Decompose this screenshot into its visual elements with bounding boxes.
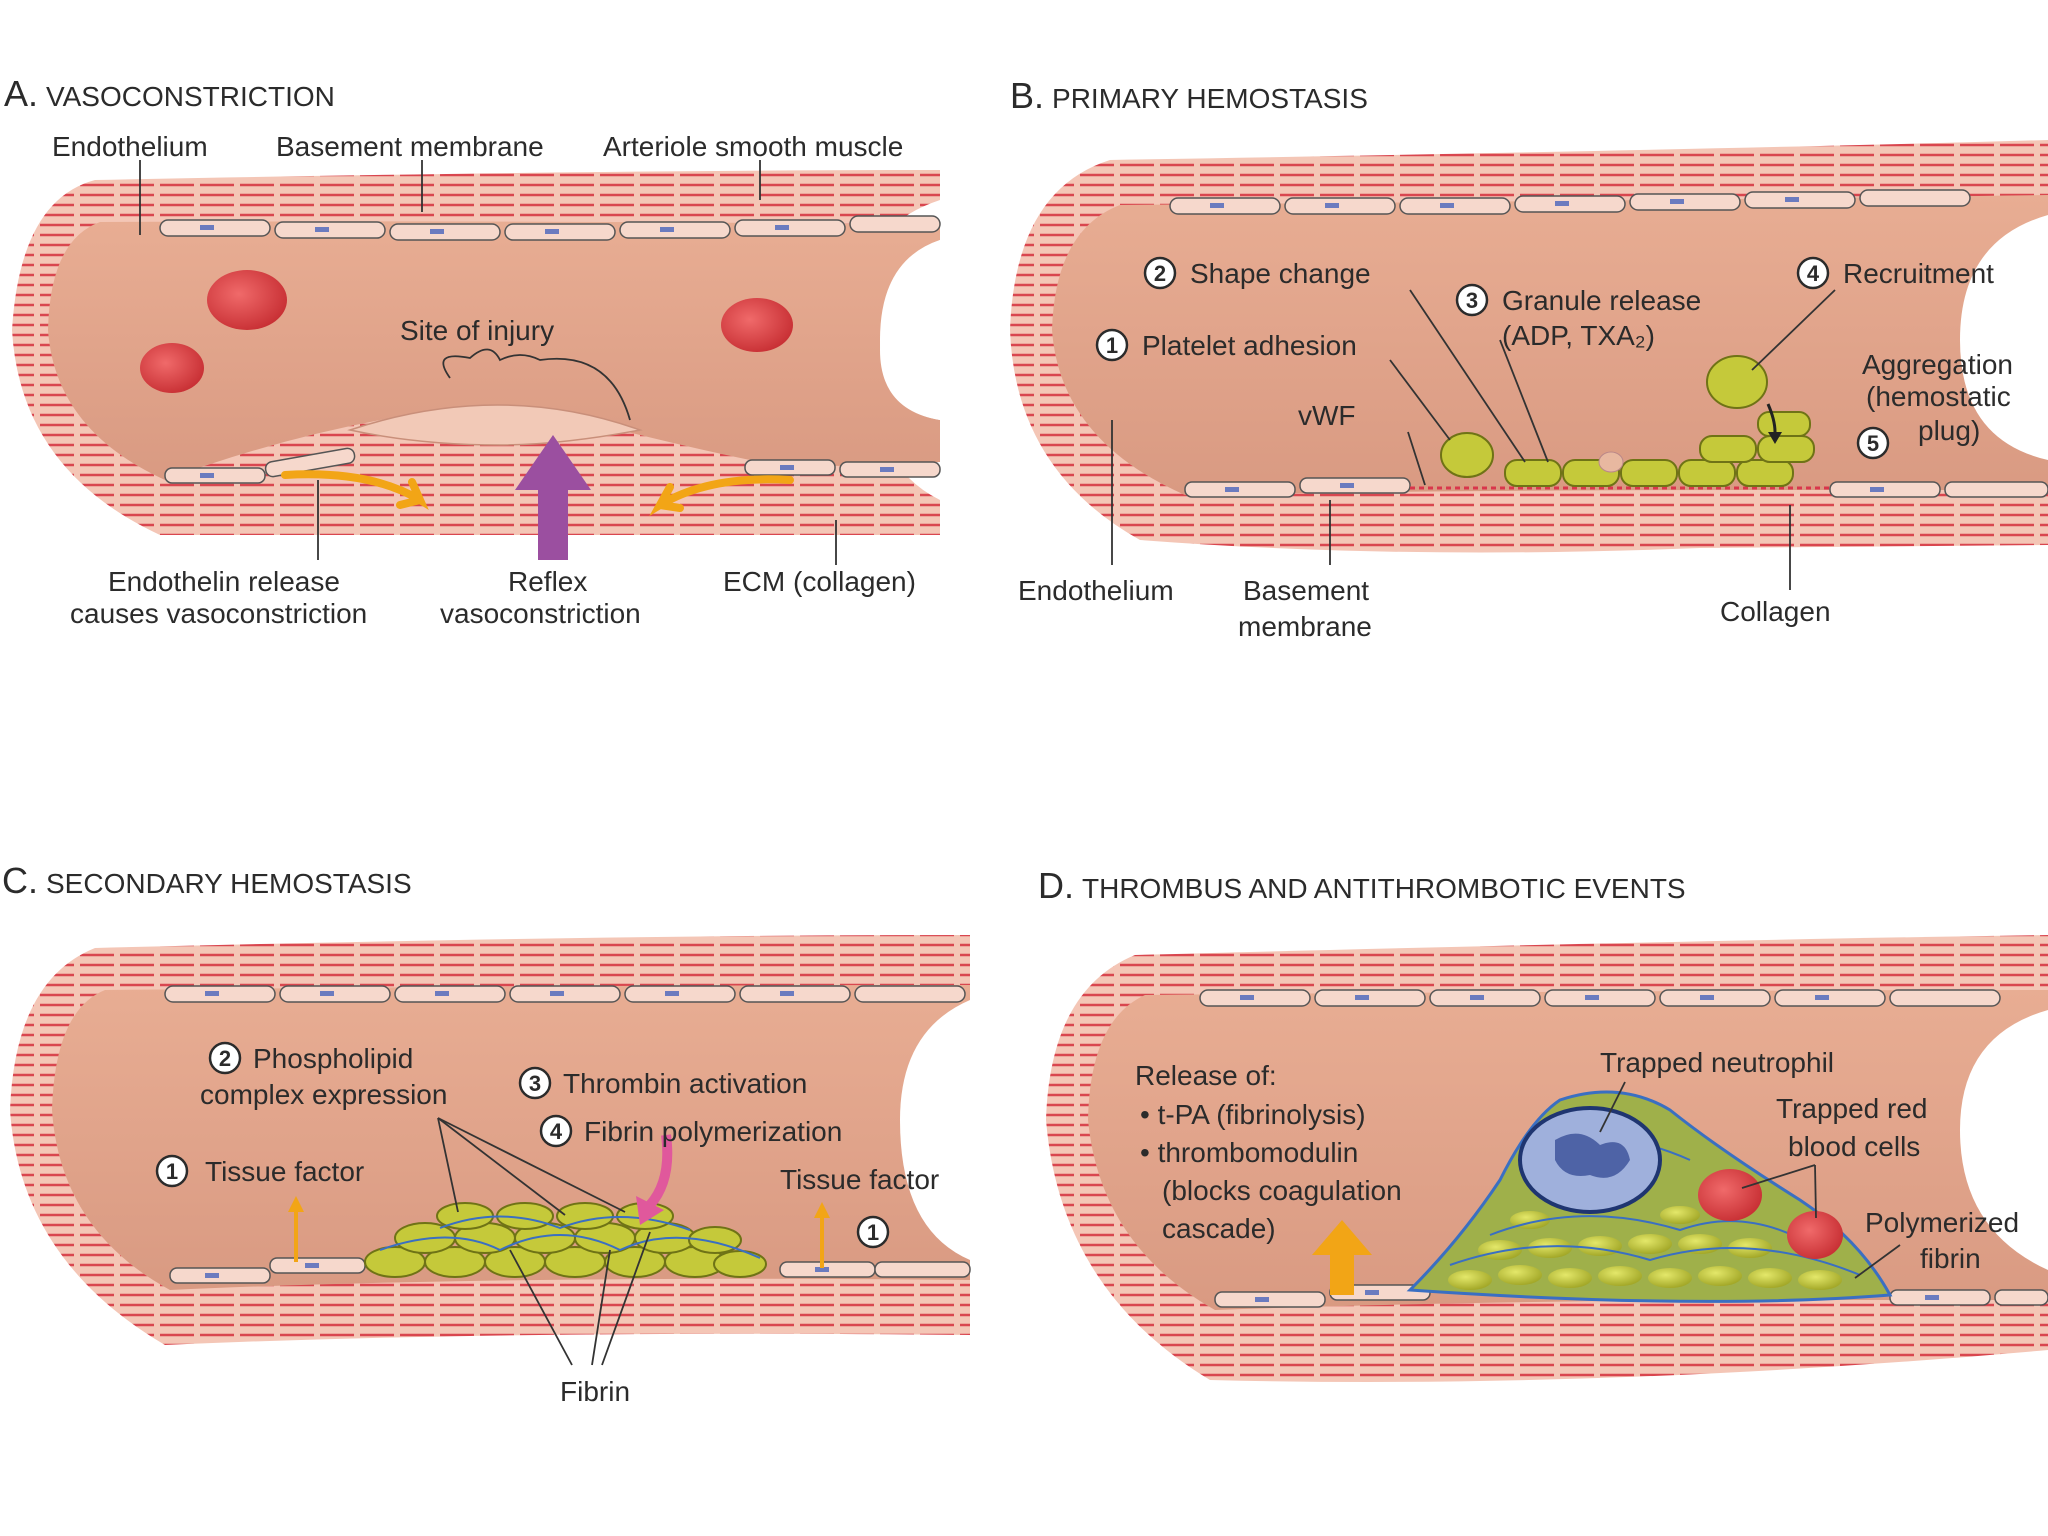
panel-b: B.PRIMARY HEMOSTASIS [1010,75,2048,642]
panel-c: C.SECONDARY HEMOSTASIS [2,860,971,1407]
label-reflex-2: vasoconstriction [440,598,641,629]
svg-text:1: 1 [867,1220,879,1245]
svg-text:1: 1 [1106,333,1118,358]
svg-text:3: 3 [1466,288,1478,313]
step-2-label-1-c: Phospholipid [253,1043,413,1074]
svg-text:3: 3 [529,1071,541,1096]
svg-text:4: 4 [550,1119,563,1144]
endothelium-top-b [1169,189,1971,215]
label-polymerized-1: Polymerized [1865,1207,2019,1238]
label-endothelium-b: Endothelium [1018,575,1174,606]
label-basement-2-b: membrane [1238,611,1372,642]
svg-text:2: 2 [219,1046,231,1071]
endothelium-top-c [164,985,966,1003]
step-5-label-3-b: plug) [1918,415,1980,446]
label-thrombomodulin: • thrombomodulin [1140,1137,1358,1168]
step-2-label-b: Shape change [1190,258,1371,289]
label-endothelin-2: causes vasoconstriction [70,598,367,629]
label-site-of-injury: Site of injury [400,315,554,346]
svg-text:1: 1 [166,1159,178,1184]
label-rbc-1: Trapped red [1776,1093,1928,1124]
trapped-rbc [1698,1169,1762,1221]
step-5-label-1-b: Aggregation [1862,349,2013,380]
endothelium-bottom-b [1184,477,2048,498]
label-reflex-1: Reflex [508,566,587,597]
endothelin-arrow-left [281,470,429,510]
label-blocks-2: cascade) [1162,1213,1276,1244]
panel-a: A.VASOCONSTRICTION [4,73,941,629]
step-2-label-2-c: complex expression [200,1079,447,1110]
step-1b-label-c: Tissue factor [780,1164,939,1195]
trapped-rbc [1787,1211,1843,1259]
step-1-label-b: Platelet adhesion [1142,330,1357,361]
label-tpa: • t-PA (fibrinolysis) [1140,1099,1366,1130]
panel-d: D.THROMBUS AND ANTITHROMBOTIC EVENTS [1038,865,2048,1382]
svg-text:5: 5 [1867,431,1879,456]
label-basement-1-b: Basement [1243,575,1369,606]
platelets-b [1440,355,1815,487]
site-of-injury-brace [442,348,631,421]
panel-c-title: C.SECONDARY HEMOSTASIS [2,860,412,901]
endothelium-top-d [1199,989,2001,1007]
red-blood-cell [207,270,287,330]
endothelium-bottom-c [169,1257,971,1284]
red-blood-cell [140,343,204,393]
reflex-arrow [515,435,591,560]
endothelium-bottom-d [1214,1284,2048,1308]
label-ecm: ECM (collagen) [723,566,916,597]
step-3-label-2-b: (ADP, TXA₂) [1502,320,1655,351]
vessel-d [1046,935,2048,1382]
endothelium-bottom-a [164,447,941,484]
panel-a-title: A.VASOCONSTRICTION [4,73,335,114]
label-endothelin-1: Endothelin release [108,566,340,597]
release-arrow [1312,1220,1372,1295]
vessel-c [10,935,971,1345]
label-collagen-b: Collagen [1720,596,1831,627]
step-4-label-c: Fibrin polymerization [584,1116,842,1147]
label-neutrophil: Trapped neutrophil [1600,1047,1834,1078]
label-vwf: vWF [1298,400,1356,431]
platelet-plug-c [364,1202,767,1278]
label-rbc-2: blood cells [1788,1131,1920,1162]
red-blood-cell [721,298,793,352]
vessel-a [12,170,941,560]
step-1-label-c: Tissue factor [205,1156,364,1187]
svg-text:4: 4 [1807,261,1820,286]
label-fibrin-c: Fibrin [560,1376,630,1407]
panel-d-title: D.THROMBUS AND ANTITHROMBOTIC EVENTS [1038,865,1686,906]
step-3-label-c: Thrombin activation [563,1068,807,1099]
neutrophil-nucleus [1555,1133,1630,1178]
step-5-label-2-b: (hemostatic [1866,381,2011,412]
label-smooth-muscle-a: Arteriole smooth muscle [603,131,903,162]
panel-b-title: B.PRIMARY HEMOSTASIS [1010,75,1368,116]
endothelium-top-a [159,215,941,241]
label-release-of: Release of: [1135,1060,1277,1091]
endothelin-arrow-right [649,475,794,517]
label-basement-membrane-a: Basement membrane [276,131,544,162]
label-blocks-1: (blocks coagulation [1162,1175,1402,1206]
step-3-label-1-b: Granule release [1502,285,1701,316]
label-endothelium-a: Endothelium [52,131,208,162]
svg-text:2: 2 [1154,261,1166,286]
label-polymerized-2: fibrin [1920,1243,1981,1274]
step-4-label-b: Recruitment [1843,258,1994,289]
